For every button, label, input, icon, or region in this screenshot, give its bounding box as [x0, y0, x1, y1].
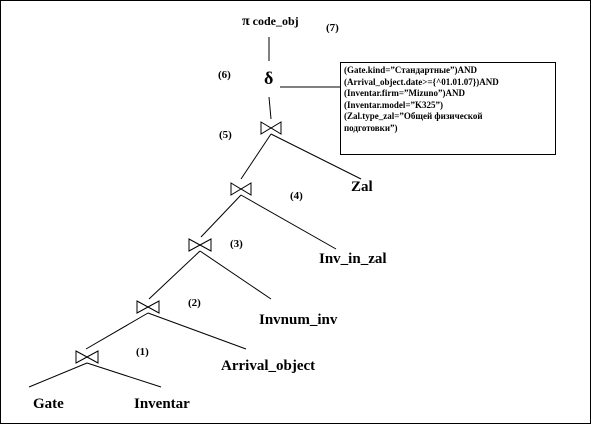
step-label-2: (2)	[188, 297, 201, 309]
edge-selection-join5	[268, 96, 272, 120]
edge-join2-join1	[85, 312, 149, 350]
selection-symbol: δ	[264, 68, 274, 88]
edge-join3-invnum-inv	[199, 250, 272, 300]
edge-join5-join4	[240, 133, 272, 180]
edge-join1-gate	[28, 362, 88, 388]
selection-condition-box: (Gate.kind=”Стандартные”)AND (Arrival_ob…	[340, 62, 556, 155]
condition-line: (Inventar.firm=”Mizuno”)AND	[344, 88, 466, 98]
relation-inv-in-zal: Inv_in_zal	[319, 251, 387, 267]
relation-zal: Zal	[351, 179, 373, 195]
relation-invnum-inv: Invnum_inv	[259, 312, 338, 328]
step-label-3: (3)	[230, 238, 243, 250]
projection-node: π code_obj	[242, 15, 299, 29]
condition-line: (Gate.kind=”Стандартные”)AND	[344, 65, 478, 75]
step-label-5: (5)	[219, 129, 232, 141]
projection-attribute: code_obj	[252, 14, 299, 28]
join-icon-4	[230, 182, 252, 196]
edge-join5-zal	[270, 133, 362, 180]
condition-line: подготовки”)	[344, 122, 398, 133]
edge-join3-join2	[148, 250, 201, 300]
join-icon-3	[188, 238, 212, 252]
condition-line: (Arrival_object.date>={^01.01.07})AND	[344, 76, 499, 87]
join-icon-2	[136, 300, 160, 314]
edge-join1-inventar	[86, 362, 162, 388]
relation-arrival-object: Arrival_object	[221, 358, 316, 374]
edge-join2-arrival-object	[147, 312, 247, 350]
projection-symbol: π	[242, 14, 250, 29]
step-label-1: (1)	[136, 346, 149, 358]
step-label-6: (6)	[218, 69, 231, 81]
step-label-4: (4)	[290, 190, 303, 202]
step-label-7: (7)	[326, 22, 339, 34]
edge-join4-inv-in-zal	[240, 194, 337, 250]
edge-join4-join3	[200, 194, 242, 238]
join-icon-5	[260, 121, 282, 135]
relation-gate: Gate	[33, 396, 64, 412]
relation-inventar: Inventar	[134, 396, 190, 412]
join-icon-1	[75, 350, 99, 364]
condition-line: (Zal.type_zal=”Общей физической	[344, 111, 483, 121]
condition-line: (Inventar.model=”K325”)	[344, 99, 444, 110]
